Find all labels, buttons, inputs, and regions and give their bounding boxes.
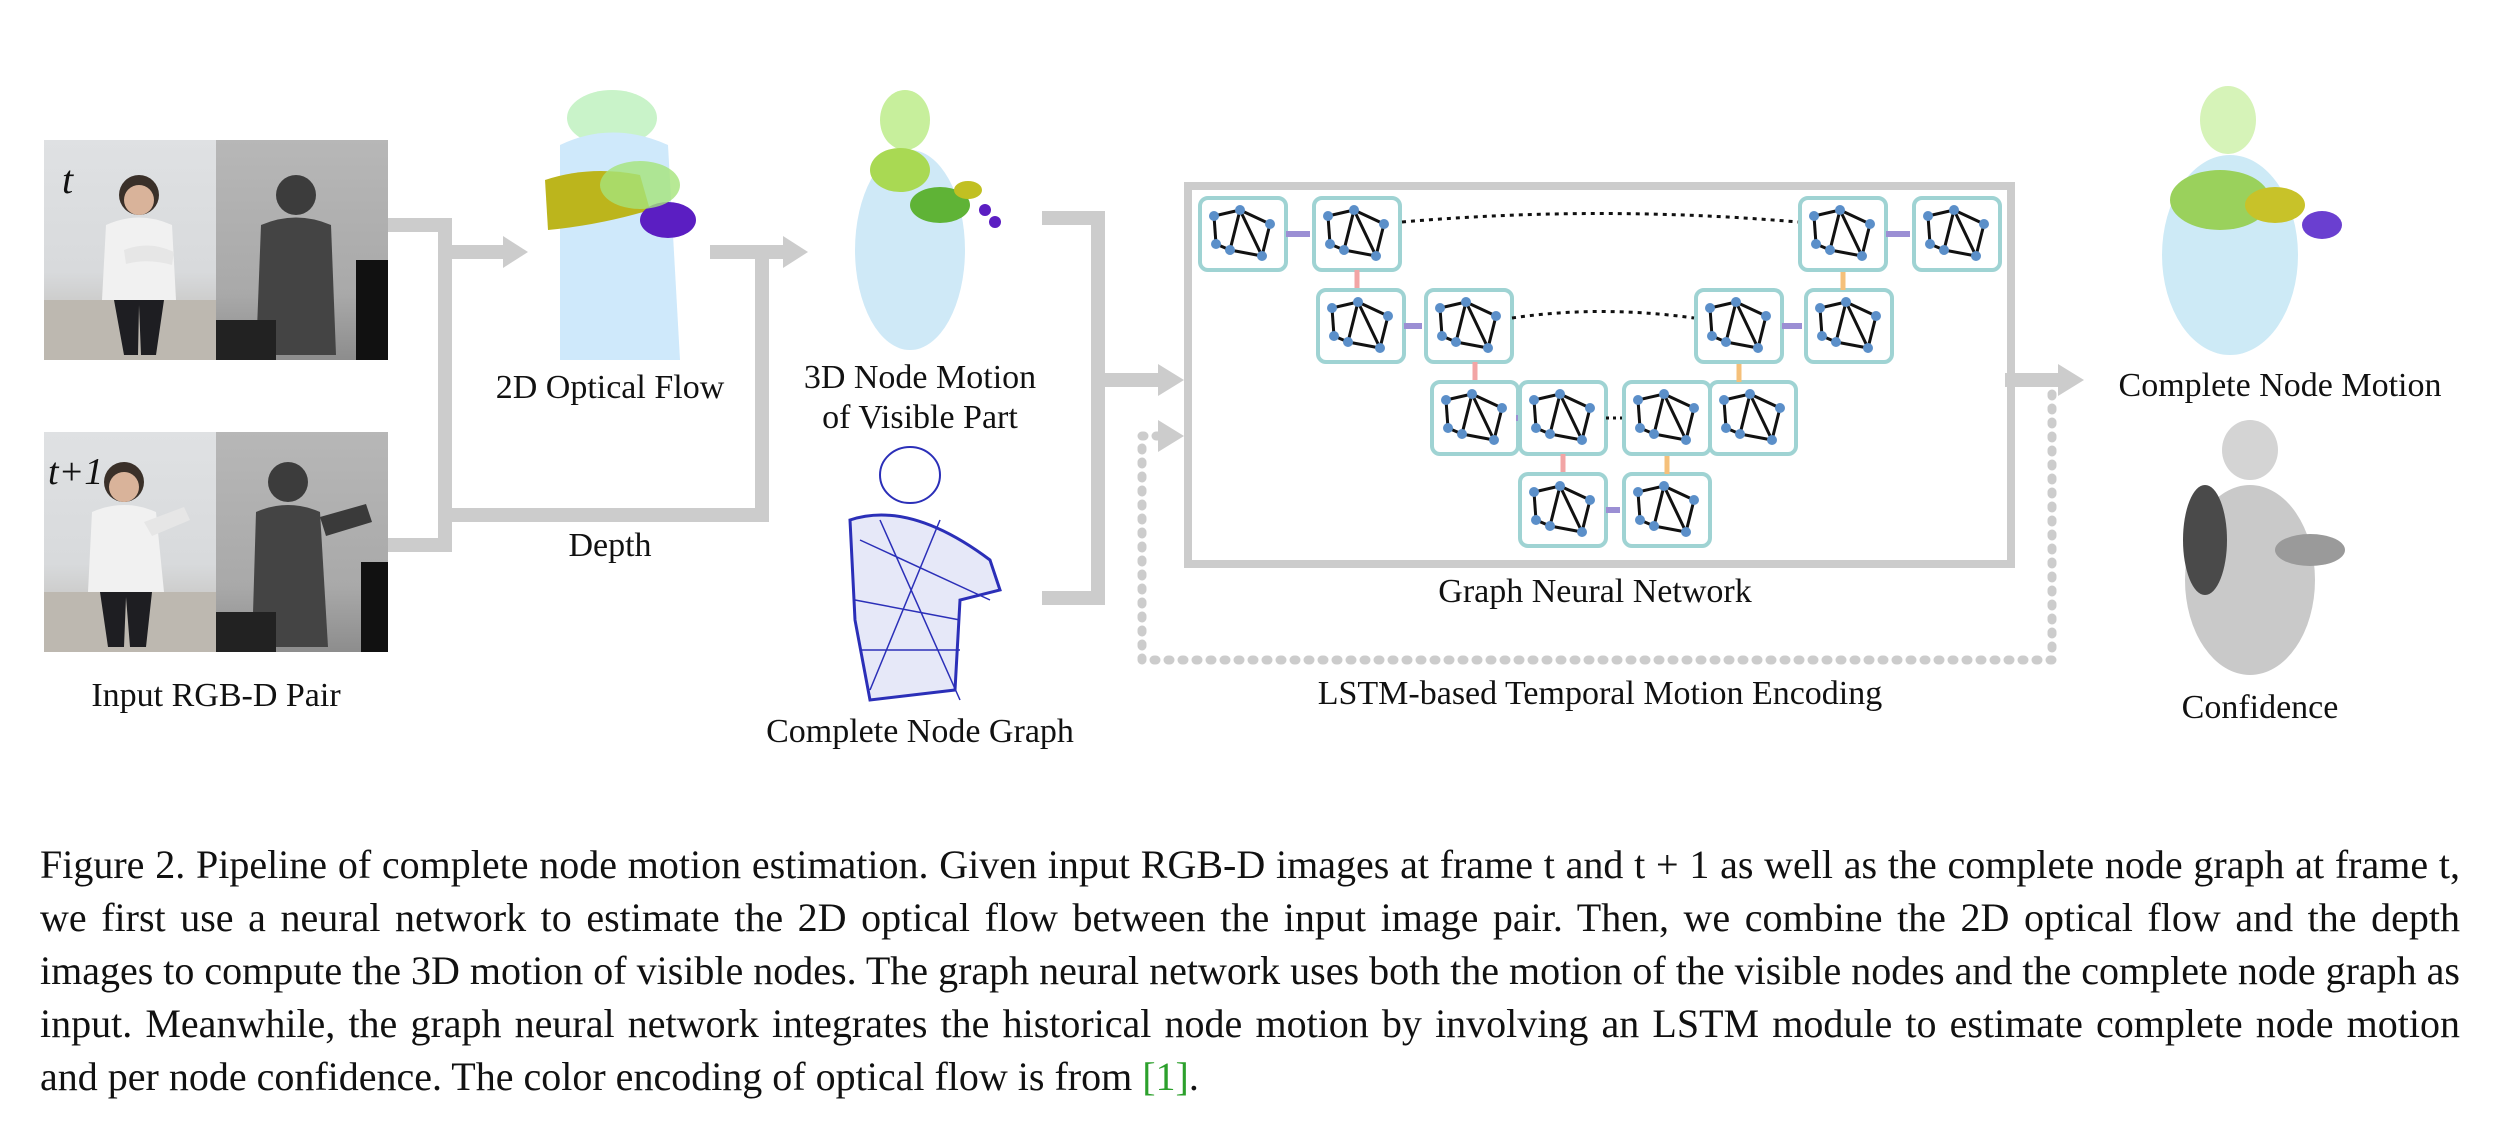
complete-node-graph-label: Complete Node Graph [766, 713, 1074, 750]
node-motion-label-line2: of Visible Part [822, 399, 1018, 436]
caption-end: . [1188, 1054, 1199, 1099]
rgb-image-t [44, 140, 216, 360]
confidence-cloud [2183, 420, 2345, 675]
lstm-label: LSTM-based Temporal Motion Encoding [1317, 675, 1883, 712]
frame-label-t: t [62, 157, 74, 202]
node-motion-label-line1: 3D Node Motion [803, 359, 1037, 396]
input-rgbd-label: Input RGB-D Pair [91, 677, 341, 714]
gnn-label: Graph Neural Network [1438, 573, 1752, 610]
pipeline-connectors [388, 86, 2345, 702]
optical-flow-image [545, 90, 696, 360]
caption-text: Figure 2. Pipeline of complete node moti… [40, 842, 2460, 1099]
frame-label-t1: t+1 [48, 451, 104, 493]
optical-flow-label: 2D Optical Flow [495, 369, 725, 406]
complete-node-motion-label: Complete Node Motion [2118, 367, 2442, 404]
depth-image-t1 [216, 432, 388, 652]
citation-link[interactable]: [1] [1142, 1054, 1189, 1099]
depth-label: Depth [568, 527, 652, 564]
rgb-image-t1 [44, 432, 216, 652]
complete-node-graph-mesh [848, 446, 1002, 702]
complete-node-motion-cloud [2162, 86, 2342, 355]
confidence-label: Confidence [2181, 689, 2339, 726]
figure-caption: Figure 2. Pipeline of complete node moti… [40, 838, 2460, 1103]
graph-neural-network [1198, 196, 2002, 548]
pipeline-figure: t t+1 Input RGB-D Pair [44, 86, 2442, 750]
visible-node-motion-cloud [855, 90, 1001, 350]
depth-image-t [216, 140, 388, 360]
